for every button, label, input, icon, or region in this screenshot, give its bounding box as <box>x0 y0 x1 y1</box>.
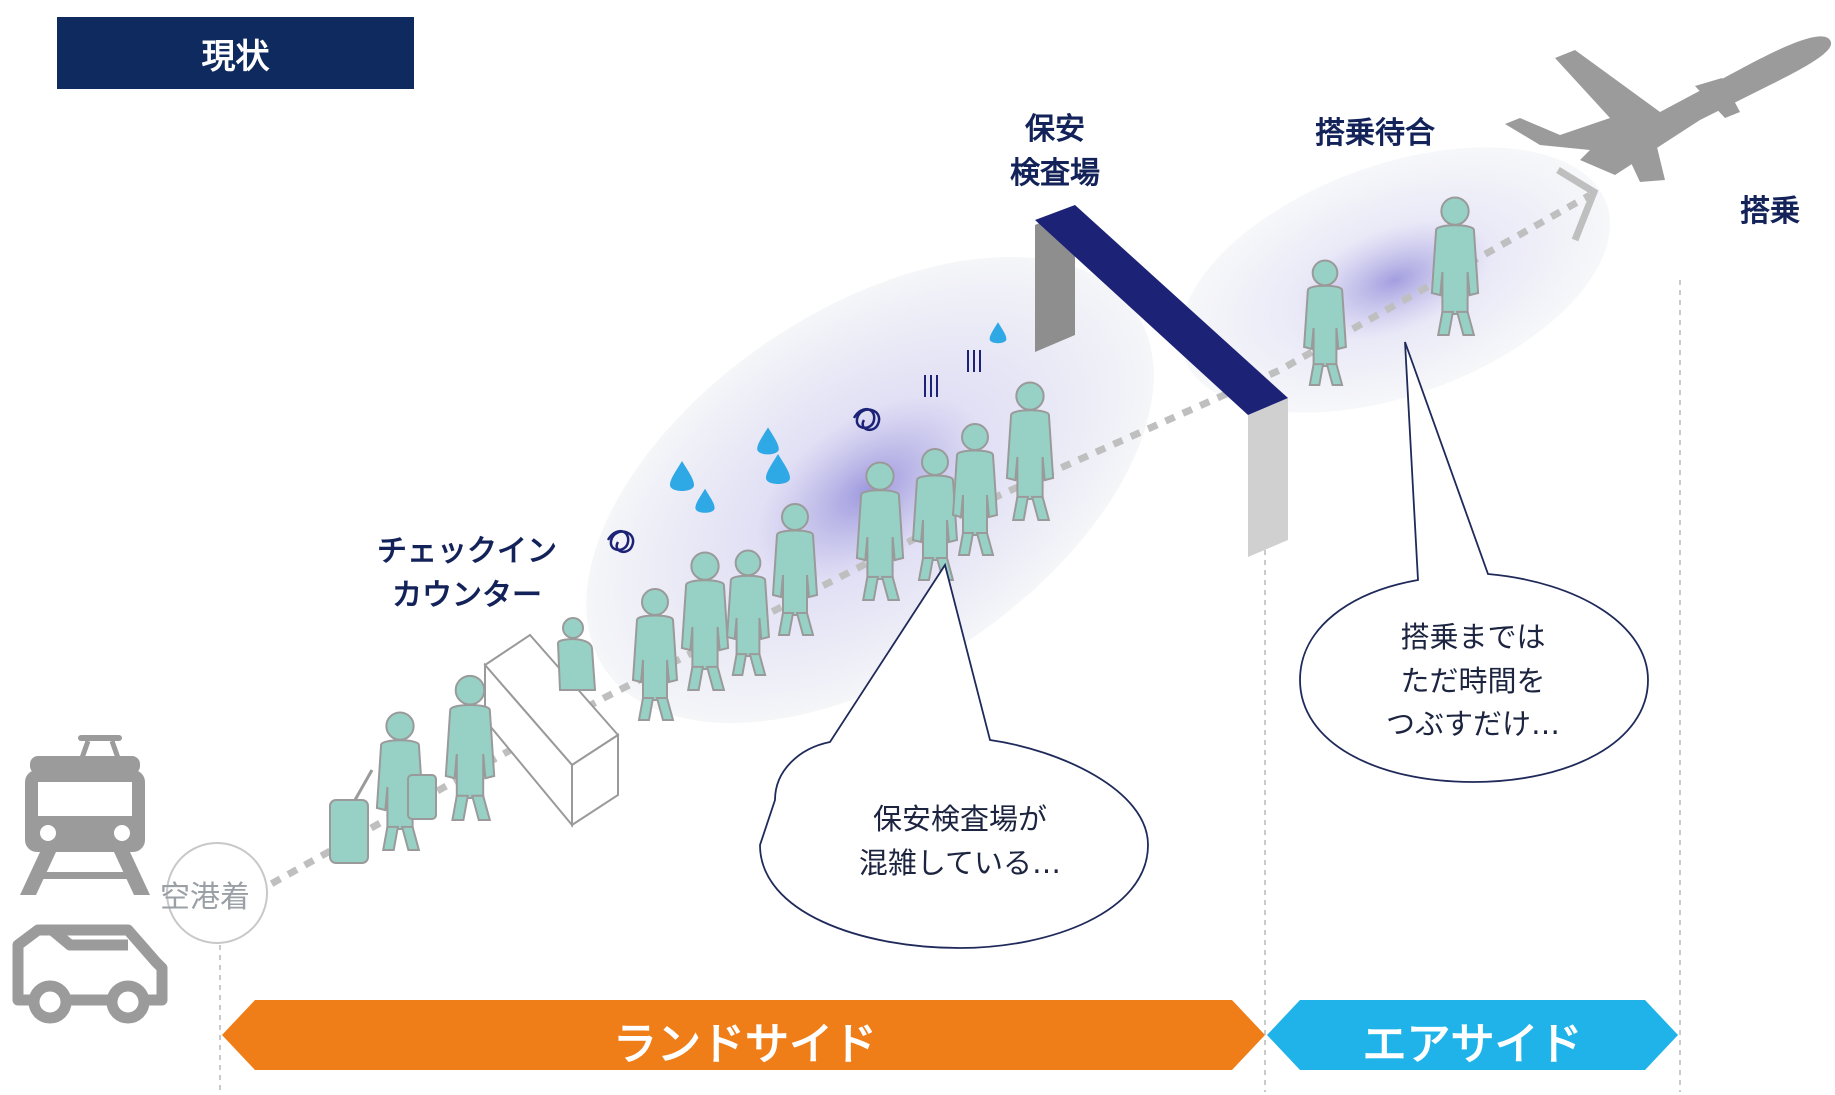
passenger-route <box>253 191 1592 897</box>
checkin-counter <box>483 633 620 828</box>
luggage <box>329 769 437 864</box>
landside-band <box>222 1000 1265 1070</box>
passenger-figure-11 <box>1303 259 1347 386</box>
airside-band <box>1267 1000 1678 1070</box>
passenger-figure-6 <box>771 503 819 636</box>
sweat-drop-icon <box>989 322 1007 344</box>
arrival-circle <box>166 842 268 944</box>
route-arrowhead <box>1556 167 1599 242</box>
bubble-waiting <box>1299 341 1649 783</box>
airside-label: エアサイド <box>1362 1019 1583 1070</box>
passenger-figure-10 <box>1005 381 1055 521</box>
passenger-figure-8 <box>911 448 959 581</box>
passenger-figures <box>375 196 1480 851</box>
bubble-security-text: 保安検査場が 混雑している… <box>858 802 1062 880</box>
train-icon <box>20 735 150 895</box>
passenger-figure-9 <box>951 423 999 556</box>
airplane-icon <box>1505 36 1832 182</box>
stress-scribble-icon <box>606 530 635 554</box>
landside-label: ランドサイド <box>613 1019 877 1070</box>
sweat-drop-icon <box>757 427 779 455</box>
passenger-figure-5 <box>726 549 770 676</box>
counter-staff <box>556 617 597 691</box>
page-title: 現状 <box>57 17 414 89</box>
sweat-drop-icon <box>766 454 790 484</box>
car-icon <box>12 924 168 1024</box>
bubble-waiting-text: 搭乗までは ただ時間を つぶすだけ… <box>1385 620 1560 741</box>
passenger-figure-7 <box>855 461 905 601</box>
sweat-drop-icon <box>695 488 715 513</box>
security-gate <box>1035 205 1288 557</box>
boarding-label: 搭乗 <box>1740 194 1800 229</box>
waiting-area-label: 搭乗待合 <box>1315 116 1435 151</box>
stress-marks <box>606 322 1007 554</box>
sweat-drop-icon <box>670 461 694 491</box>
waiting-zone <box>1179 147 1611 413</box>
passenger-figure-1 <box>375 711 425 851</box>
passenger-figure-3 <box>631 588 679 721</box>
checkin-counter-label: チェックイン カウンター <box>377 534 557 613</box>
passenger-figure-12 <box>1430 196 1480 336</box>
bubble-security <box>759 562 1149 949</box>
stress-scribble-icon <box>852 408 881 432</box>
arrival-label: 空港着 <box>160 880 250 915</box>
passenger-figure-4 <box>680 551 730 691</box>
passenger-figure-2 <box>444 674 496 821</box>
security-label: 保安 検査場 <box>1010 112 1100 191</box>
